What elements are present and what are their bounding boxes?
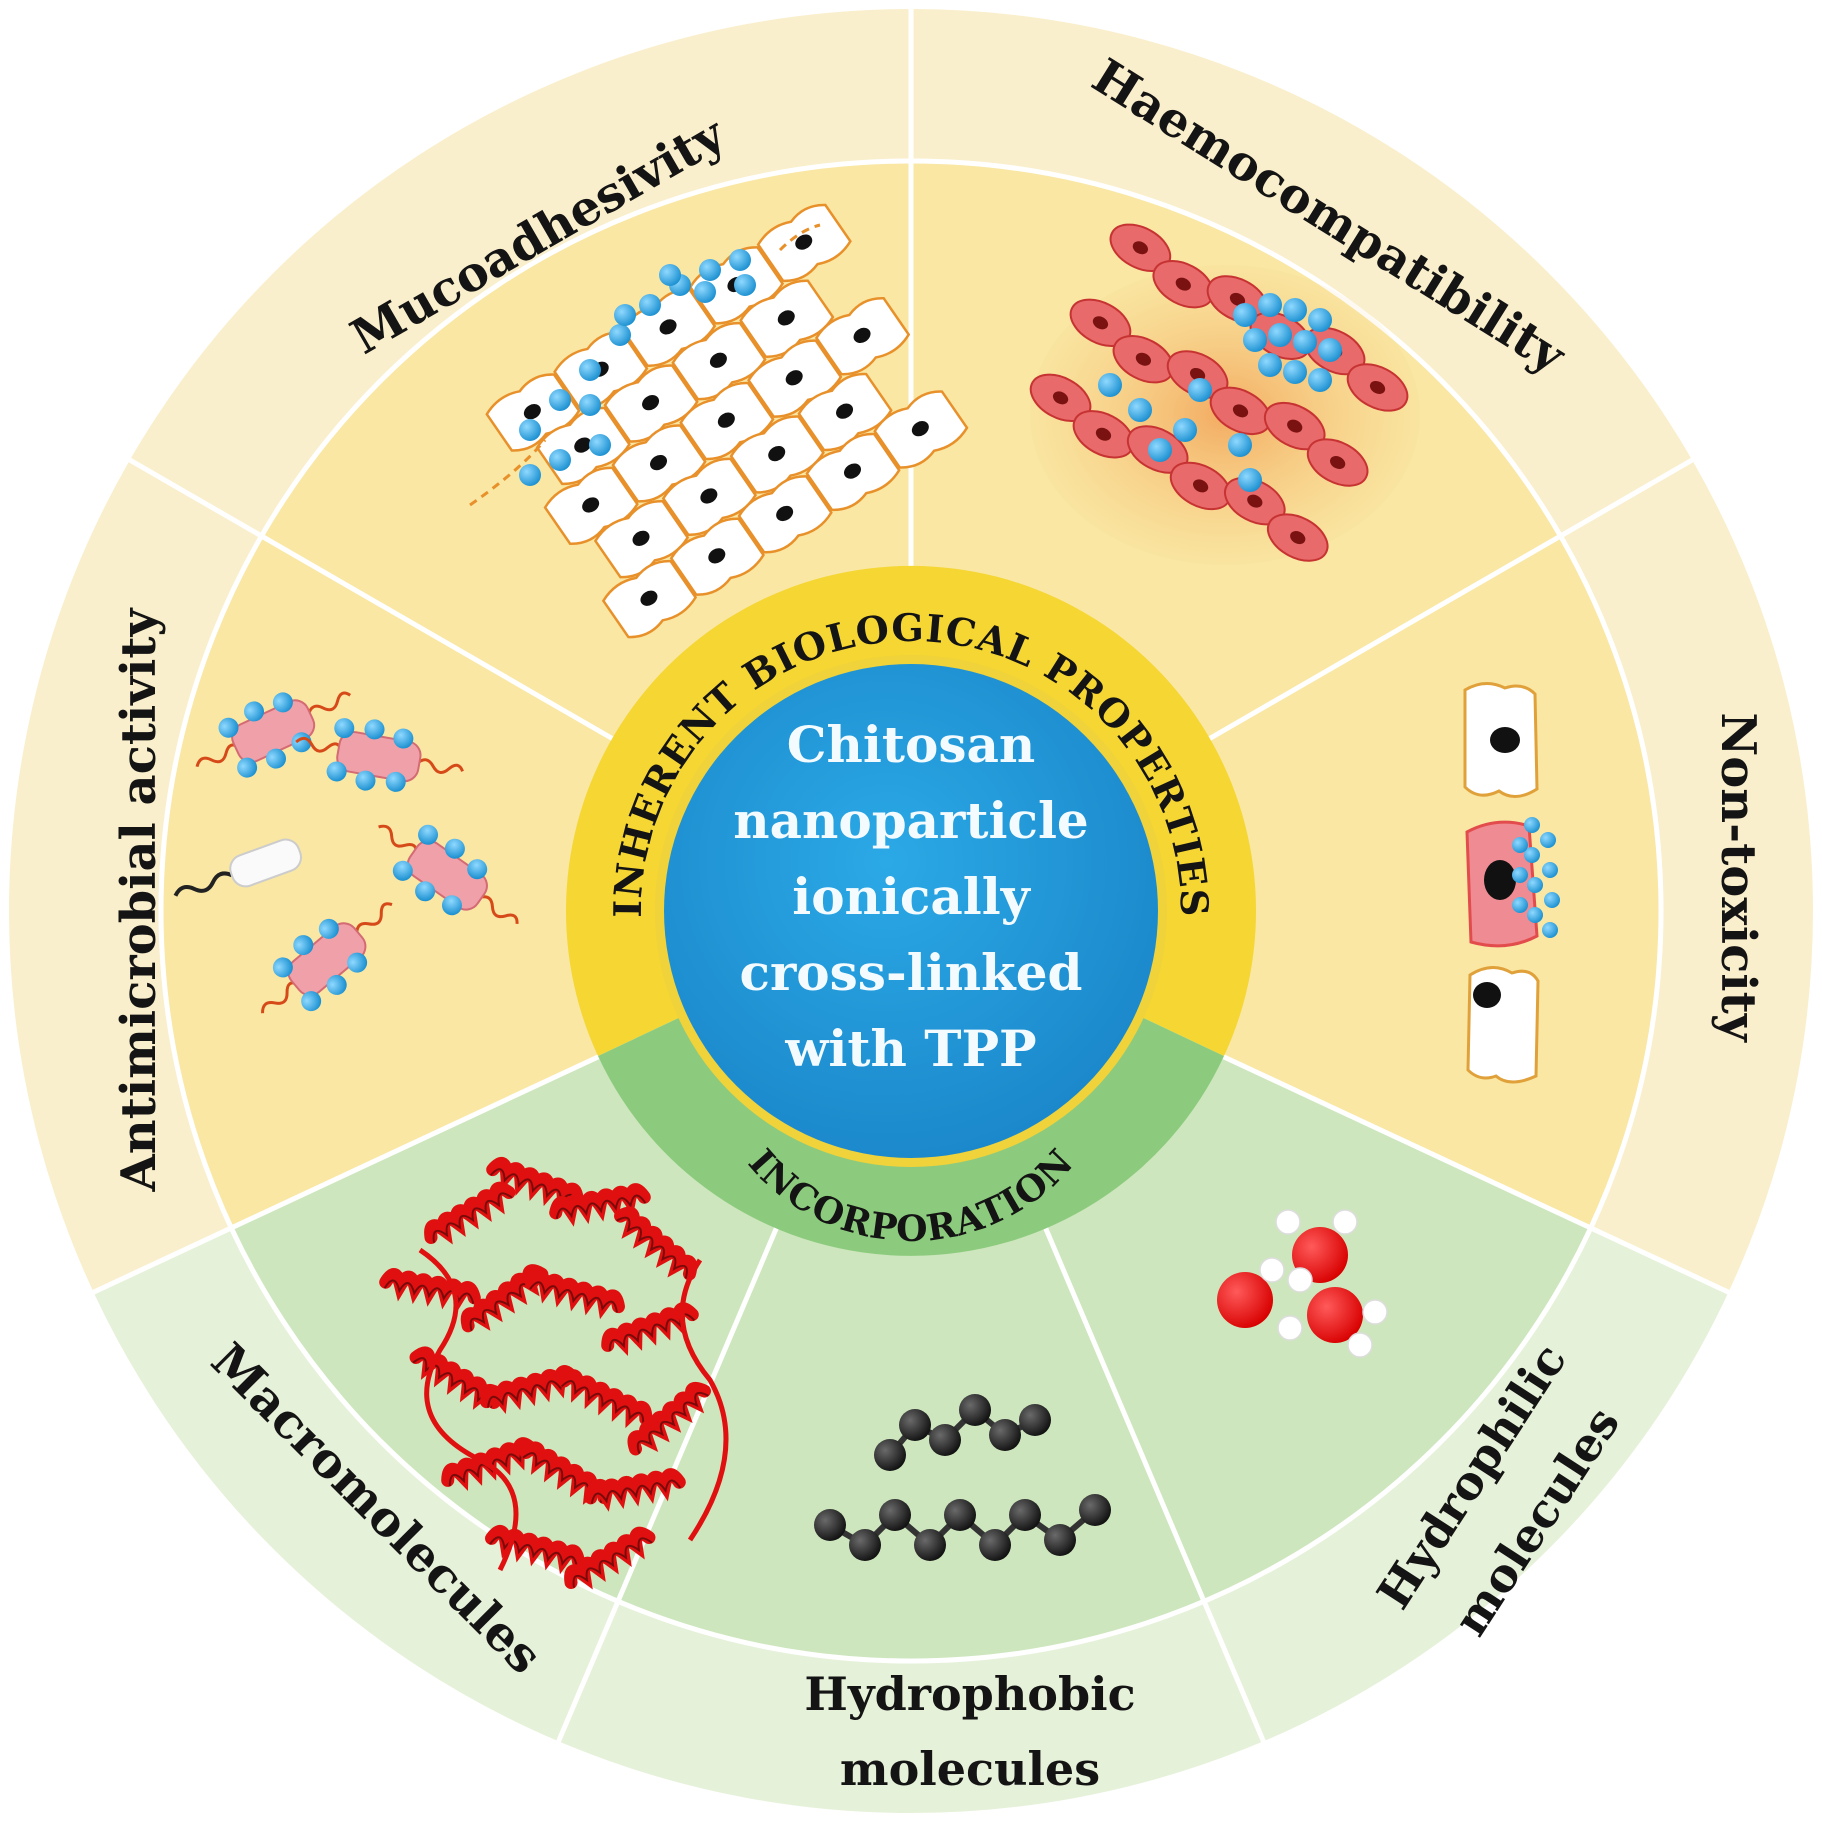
core-line-5: with TPP — [784, 1019, 1036, 1078]
hydrophobic-chain-illustration — [814, 1394, 1111, 1561]
non-toxic-nanoparticles — [1512, 817, 1560, 938]
bacteria — [195, 691, 519, 1014]
antimicrobial-illustration — [173, 691, 519, 1014]
core-title: Chitosan nanoparticle ionically cross-li… — [733, 715, 1089, 1078]
mucoadhesivity-illustration — [469, 203, 969, 639]
carbon-chains — [814, 1394, 1111, 1561]
mucoadhesive-nanoparticles — [519, 249, 756, 486]
core-line-2: nanoparticle — [733, 791, 1089, 850]
core-line-1: Chitosan — [787, 715, 1036, 774]
incorporation-ring — [598, 1014, 1224, 1256]
protein-structure — [379, 1157, 729, 1590]
protein-ribbon-illustration — [379, 1157, 729, 1590]
core-circle-fill — [664, 664, 1158, 1158]
haemo-nanoparticles — [1098, 293, 1342, 492]
epithelial-cells — [485, 203, 969, 639]
non-toxicity-illustration — [1463, 682, 1560, 1084]
label-hydrophobic-line1: Hydrophobic — [804, 1667, 1135, 1721]
label-antimicrobial-activity: Antimicrobial activity — [111, 606, 167, 1192]
core-line-4: cross-linked — [740, 943, 1083, 1002]
core-line-3: ionically — [792, 867, 1032, 926]
label-hydrophobic-line2: molecules — [840, 1742, 1100, 1796]
haemocompatibility-illustration — [1029, 223, 1420, 565]
properties-ring — [566, 565, 1256, 1056]
water-molecules — [1217, 1209, 1388, 1358]
hydrophilic-water-illustration — [1217, 1209, 1388, 1358]
label-non-toxicity: Non-toxicity — [1710, 712, 1766, 1043]
